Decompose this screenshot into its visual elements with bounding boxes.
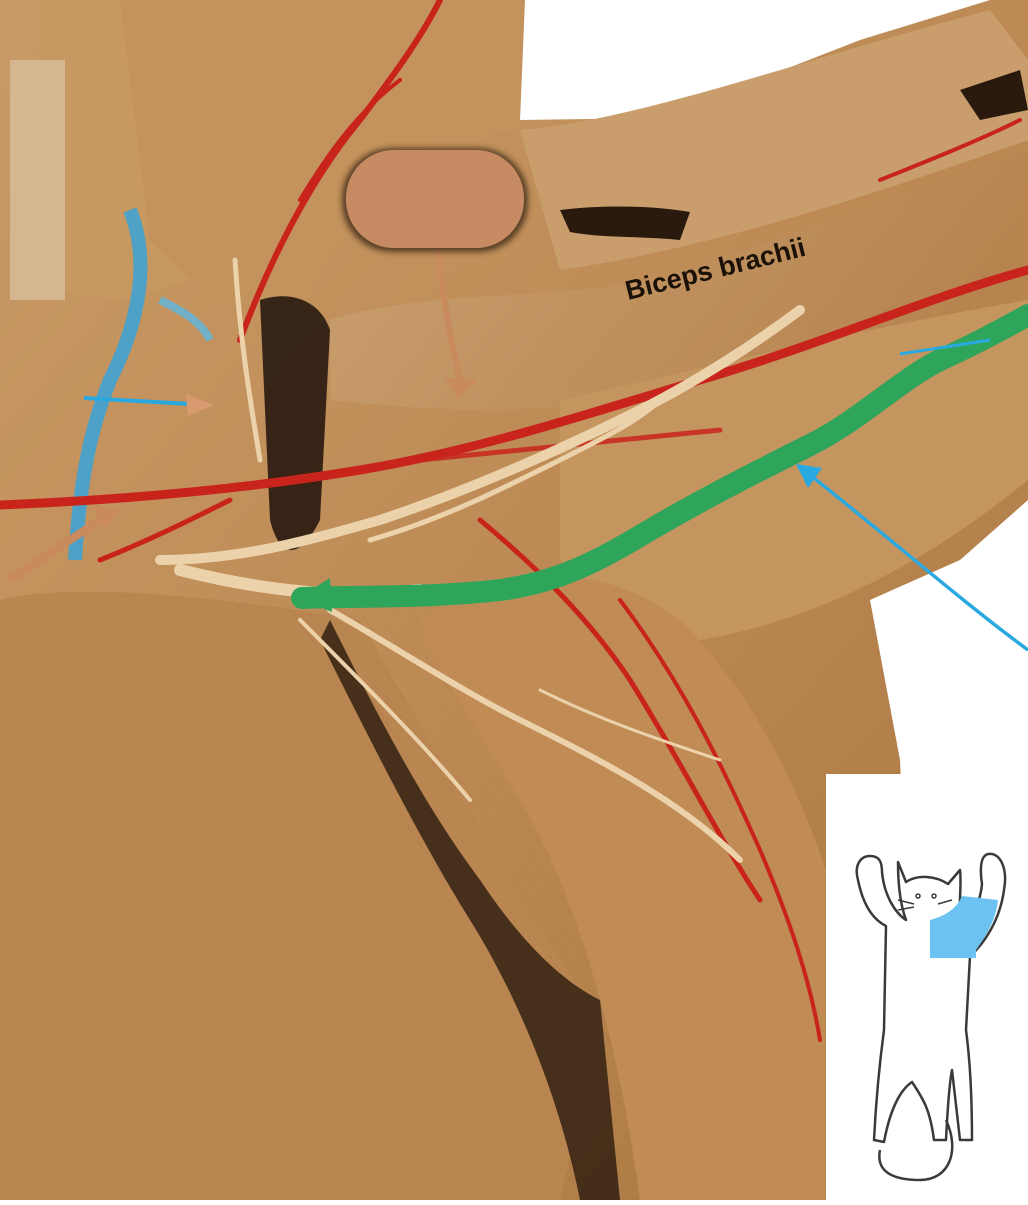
- oval-leader: [435, 247, 463, 381]
- highlighted-nerve: [291, 304, 1028, 609]
- axilla-shadow: [260, 296, 330, 550]
- highlighted-nerve-tip: [298, 578, 332, 612]
- blue-pointer-head-left: [186, 394, 214, 416]
- upper-flap: [520, 10, 1028, 270]
- dark-gap: [560, 206, 690, 240]
- blue-tick: [899, 338, 991, 356]
- lower-arm-muscle: [420, 575, 860, 1200]
- label-oval-pointer: [435, 247, 478, 398]
- blue-pointer-arrow-right: [808, 473, 1028, 652]
- pectoral-fibers: [0, 591, 600, 1200]
- vein-branch: [158, 296, 214, 342]
- vein: [68, 207, 148, 561]
- cat-face-icon: [897, 893, 953, 911]
- blue-pointer-head-right: [796, 464, 822, 488]
- label-oval: [346, 150, 524, 248]
- brown-pointer-arrow: [7, 516, 103, 584]
- oval-leader-head: [445, 378, 478, 398]
- brown-pointer-head: [94, 506, 120, 530]
- orientation-inset: [826, 774, 1028, 1200]
- shadow-channel: [320, 620, 620, 1200]
- dark-gap-right: [960, 70, 1028, 120]
- arteries: [0, 0, 1028, 1042]
- trachea: [10, 60, 65, 300]
- orientation-highlight: [930, 896, 998, 958]
- blue-pointer-arrow-left: [83, 396, 191, 406]
- shoulder-mass: [120, 0, 520, 310]
